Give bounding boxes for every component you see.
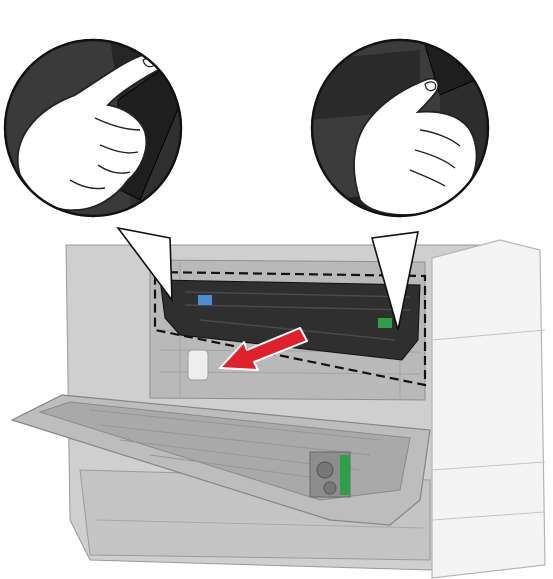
thumb-nail (425, 82, 436, 91)
latch (188, 350, 208, 380)
callout-left (0, 30, 200, 230)
fuser-tab-left (198, 295, 212, 305)
door-gears (310, 452, 350, 497)
fuser-tab-right (378, 318, 392, 328)
printer-side-panel (432, 240, 545, 578)
callout-right (310, 30, 500, 230)
